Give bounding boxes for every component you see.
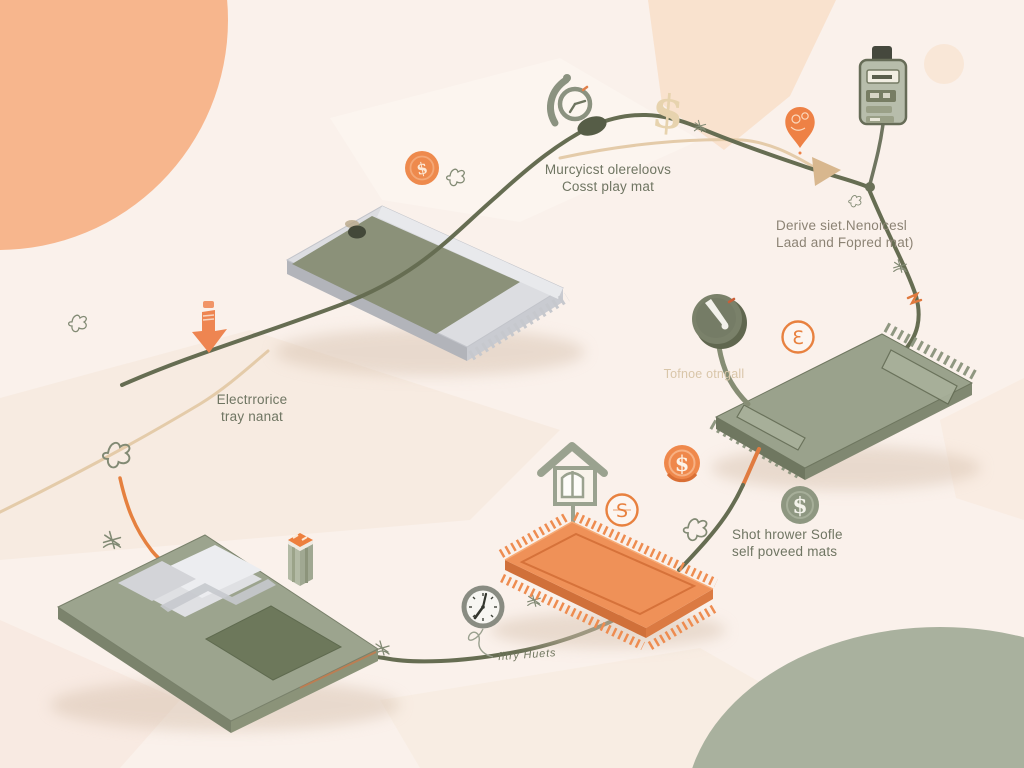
- peach-polygon-decoration: [648, 0, 836, 150]
- label-load-and-power-mat: Derive siet.Nenoicesl Laad and Fopred ma…: [776, 217, 996, 251]
- peach-dot-decoration: [924, 44, 964, 84]
- label-line: Electrrorice: [216, 392, 288, 407]
- orange-tick-doodle: [906, 291, 923, 306]
- label-toner-signal: Tofnoe otngall: [644, 366, 764, 383]
- mat-fringe: [500, 573, 645, 651]
- electronics-board-sage: [50, 534, 400, 733]
- label-line: Murcyicst olereloovs: [544, 162, 672, 177]
- label-line: Cosst play mat: [561, 179, 655, 194]
- label-cost-play-mat: Murcyicst olereloovs Cosst play mat: [503, 161, 713, 195]
- flow-path-segment-2: [677, 483, 745, 572]
- dollar-coin-orange-icon: $: [664, 445, 700, 483]
- tan-path-left: [0, 349, 270, 514]
- battery-icon: [288, 533, 313, 586]
- heated-mat-orange: [490, 511, 726, 651]
- svg-text:$: $: [415, 158, 430, 179]
- background-facet: [0, 330, 560, 560]
- power-mat-sage: [709, 322, 981, 490]
- label-line: Derive siet.Nenoicesl: [776, 218, 907, 233]
- svg-text:$: $: [792, 493, 807, 519]
- gauge-icon: [692, 294, 751, 407]
- svg-text:$: $: [675, 451, 690, 476]
- label-solar-power-mats: Shot hrower Sofle self poveed mats: [732, 526, 907, 560]
- sage-blob-decoration: [692, 627, 1024, 768]
- house-icon: [537, 442, 608, 528]
- path-knot: [577, 116, 607, 136]
- label-line: Shot hrower Sofle: [732, 527, 843, 542]
- paper-sheet: [118, 561, 196, 601]
- label-line: Laad and Fopred mat): [776, 235, 914, 250]
- svg-text:Ɛ: Ɛ: [792, 327, 804, 349]
- background-facet: [940, 378, 1024, 520]
- label-electronics-tray: Electrrorice tray nanat: [186, 391, 318, 425]
- flow-arrowhead-icon: [812, 157, 841, 186]
- dollar-sign-icon: $: [650, 84, 687, 141]
- electronics-mat-silver: [275, 205, 585, 376]
- label-line: self poveed mats: [732, 544, 838, 559]
- label-line: Tofnoe otngall: [663, 367, 745, 381]
- flow-path-orange-segment: [741, 447, 761, 487]
- mat-fringe: [573, 511, 718, 588]
- badge-e-icon: Ɛ: [781, 320, 815, 354]
- down-arrow-icon: [192, 301, 227, 353]
- label-line: tray nanat: [220, 409, 284, 424]
- wall-clock-icon: [461, 585, 505, 658]
- mat-fringe: [883, 322, 979, 381]
- location-pin-icon: [785, 107, 815, 155]
- dollar-coin-green-icon: $: [781, 486, 819, 524]
- phone-clock-icon: [547, 74, 593, 127]
- coin-icon: $: [405, 151, 439, 185]
- mat-object: [348, 225, 366, 239]
- paper-zigzag: [160, 579, 276, 612]
- svg-text:S: S: [616, 500, 628, 522]
- meter-device-icon: [858, 46, 908, 192]
- flow-path-segment-1: [120, 112, 921, 387]
- board-inset-panel: [204, 605, 343, 681]
- peach-circle-decoration: [0, 0, 228, 250]
- badge-s-icon: S: [605, 493, 639, 527]
